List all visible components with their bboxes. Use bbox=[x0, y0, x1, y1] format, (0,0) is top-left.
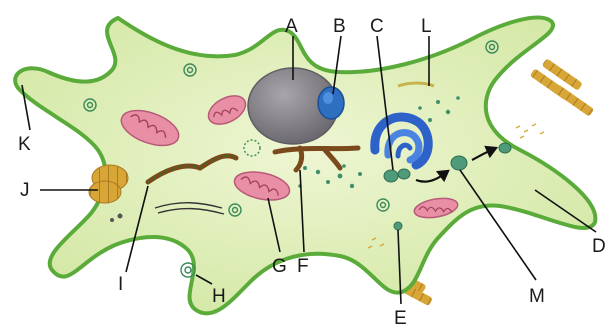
label-m: M bbox=[529, 286, 545, 307]
label-j: J bbox=[20, 180, 30, 201]
label-g: G bbox=[272, 256, 287, 277]
label-d: D bbox=[592, 236, 606, 257]
label-c: C bbox=[370, 16, 384, 37]
label-i: I bbox=[118, 274, 123, 295]
label-e: E bbox=[394, 308, 407, 329]
label-b: B bbox=[333, 16, 346, 37]
label-k: K bbox=[18, 134, 31, 155]
label-l: L bbox=[421, 16, 432, 37]
collagen-fiber-top-right bbox=[530, 58, 595, 116]
label-h: H bbox=[212, 286, 226, 307]
label-a: A bbox=[285, 16, 298, 37]
label-f: F bbox=[297, 256, 309, 277]
nucleolus bbox=[318, 87, 344, 119]
